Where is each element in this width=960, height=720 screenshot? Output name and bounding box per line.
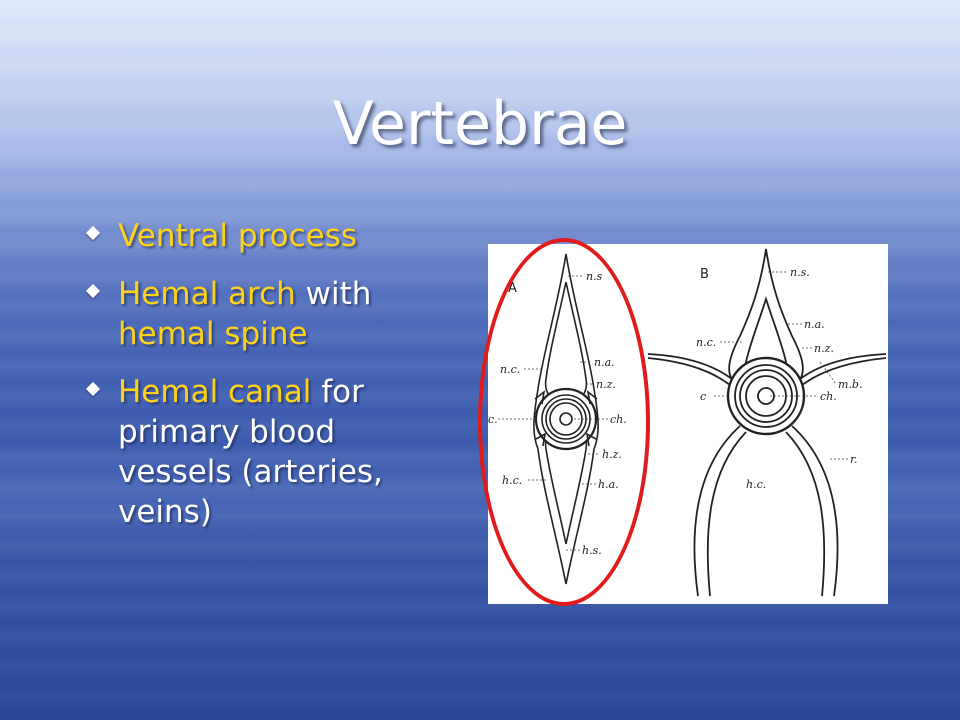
bullet-text-part: with: [295, 276, 372, 312]
label-ch-b: ch.: [820, 390, 837, 403]
label-nz-b: n.z.: [814, 342, 834, 355]
bullet-text-part: hemal spine: [118, 316, 308, 352]
label-ns-b: n.s.: [790, 266, 810, 279]
diamond-bullet-icon: [85, 381, 101, 397]
label-nc-b: n.c.: [696, 336, 716, 349]
bullet-item: Hemal canal for primary blood vessels (a…: [84, 372, 414, 532]
bullet-text-part: for primary blood vessels (arteries, vei…: [118, 374, 383, 530]
bullet-text-part: Ventral process: [118, 218, 358, 254]
bullet-list: Ventral process Hemal arch with hemal sp…: [84, 216, 414, 550]
bullet-text-part: Hemal arch: [118, 276, 296, 312]
bullet-text: Ventral process: [118, 218, 357, 254]
label-hc-b: h.c.: [746, 478, 766, 491]
bullet-item: Hemal arch with hemal spine: [84, 274, 414, 354]
diamond-bullet-icon: [85, 283, 101, 299]
bullet-text: Hemal canal for primary blood vessels (a…: [118, 374, 383, 530]
panel-b-label: B: [700, 267, 709, 282]
bullet-text-part: Hemal canal: [118, 374, 312, 410]
bullet-text: Hemal arch with hemal spine: [118, 276, 371, 352]
highlight-ellipse: [478, 238, 650, 606]
label-r-b: r.: [850, 453, 858, 466]
bullet-item: Ventral process: [84, 216, 414, 256]
label-mb-b: m.b.: [838, 378, 862, 391]
label-na-b: n.a.: [804, 318, 825, 331]
panel-b: [647, 248, 887, 597]
diamond-bullet-icon: [85, 225, 101, 241]
label-c-b: c: [700, 390, 706, 403]
slide-title: Vertebrae: [332, 89, 628, 159]
